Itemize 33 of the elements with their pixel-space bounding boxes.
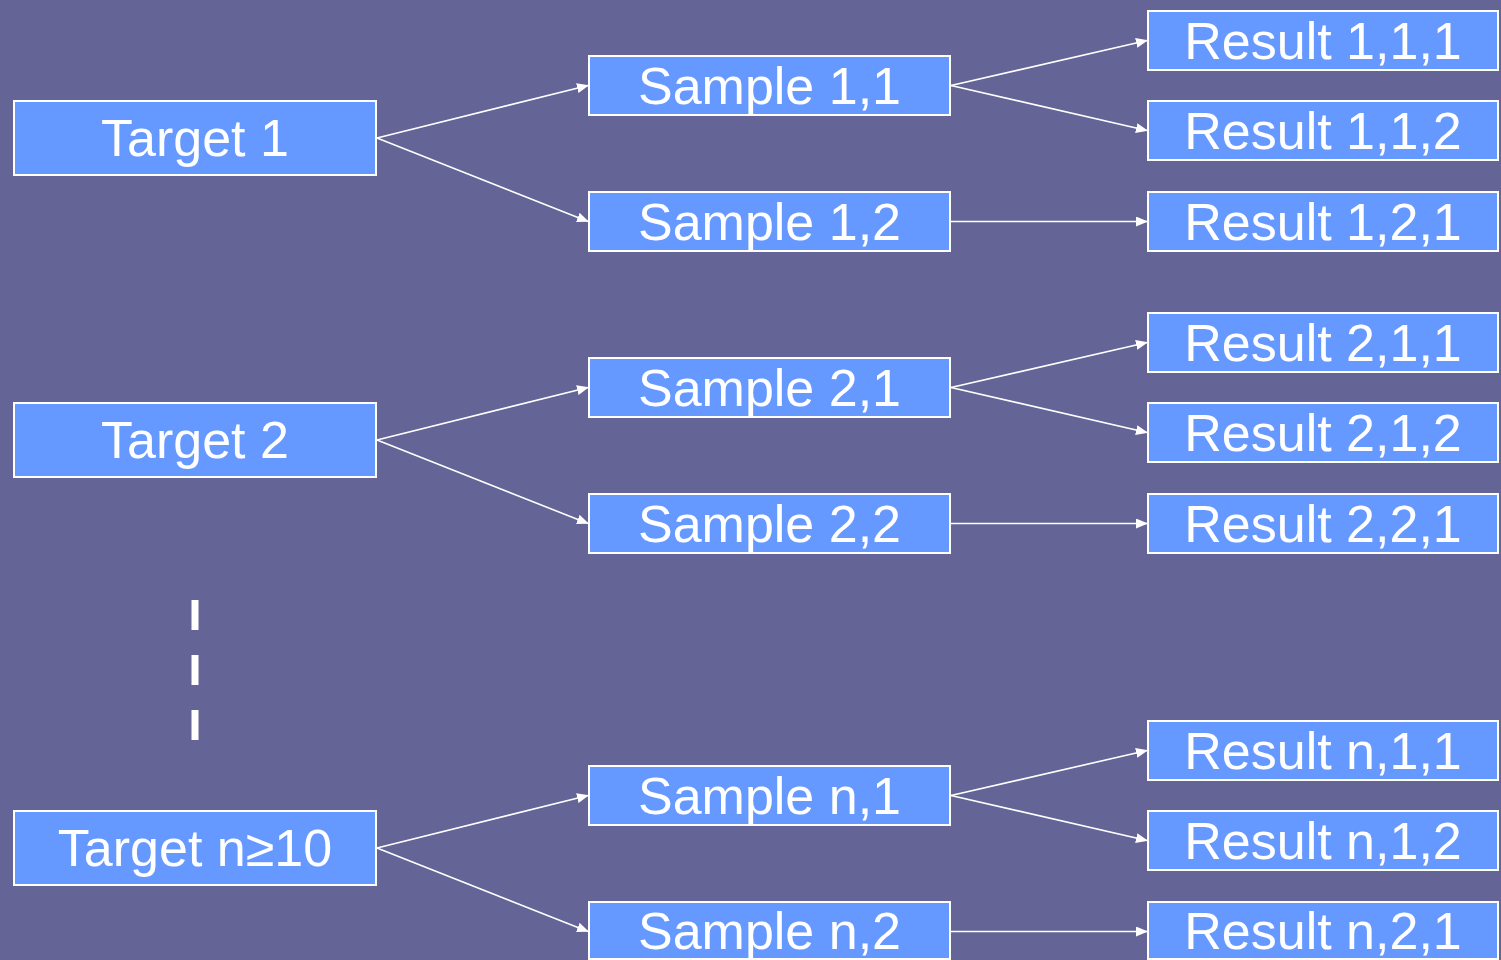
process-box: Target 1 (13, 100, 377, 176)
arrow (950, 386, 1148, 435)
arrow (376, 137, 589, 223)
arrow (376, 385, 589, 441)
arrow (376, 847, 589, 933)
process-box: Result n,1,1 (1147, 720, 1499, 781)
process-box: Target 2 (13, 402, 377, 478)
arrow (376, 439, 589, 525)
process-box: Result 2,2,1 (1147, 493, 1499, 554)
arrow (950, 38, 1148, 87)
process-box: Result 2,1,1 (1147, 312, 1499, 373)
process-box: Sample n,1 (588, 765, 951, 826)
process-box: Result 2,1,2 (1147, 402, 1499, 463)
process-box: Result 1,2,1 (1147, 191, 1499, 252)
process-box: Sample 1,2 (588, 191, 951, 252)
process-box: Result 1,1,1 (1147, 10, 1499, 71)
process-box: Target n≥10 (13, 810, 377, 886)
arrow (376, 83, 589, 139)
process-box: Sample n,2 (588, 901, 951, 960)
arrow (950, 216, 1148, 227)
process-box: Sample 2,2 (588, 493, 951, 554)
arrow (950, 518, 1148, 529)
arrow (950, 748, 1148, 797)
process-box: Result 1,1,2 (1147, 100, 1499, 161)
arrow (950, 926, 1148, 937)
arrow (950, 84, 1148, 133)
arrow (950, 340, 1148, 389)
arrow (950, 794, 1148, 843)
process-box: Result n,1,2 (1147, 810, 1499, 871)
process-box: Sample 1,1 (588, 55, 951, 116)
process-box: Sample 2,1 (588, 357, 951, 418)
process-box: Result n,2,1 (1147, 901, 1499, 960)
arrow (376, 793, 589, 849)
